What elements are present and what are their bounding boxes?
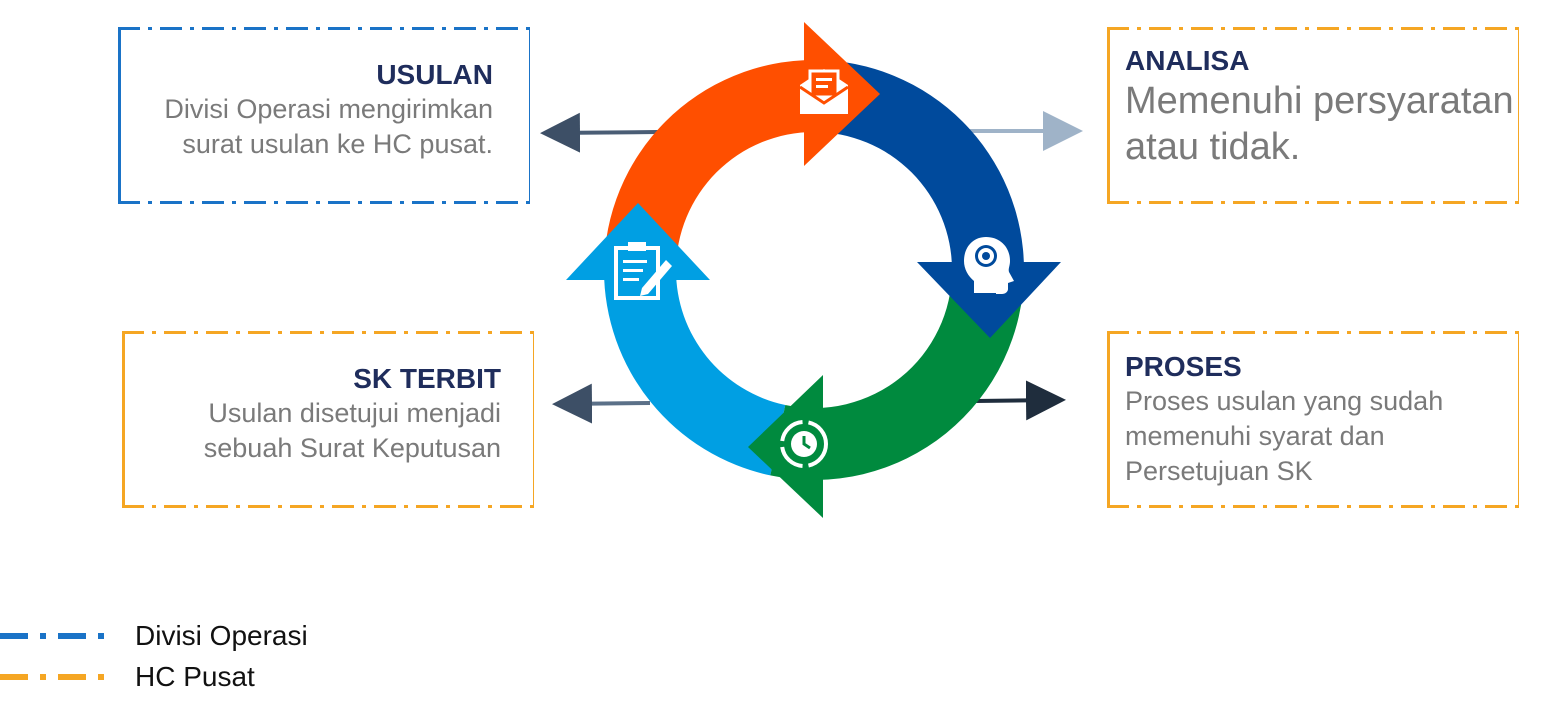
box-sk-terbit-desc-line2: sebuah Surat Keputusan — [203, 433, 501, 463]
box-analisa-title: ANALISA — [1125, 45, 1250, 76]
box-analisa-desc-line2: atau tidak. — [1125, 126, 1301, 168]
box-analisa: ANALISA Memenuhi persyaratan atau tidak. — [1107, 27, 1521, 204]
head-gear-icon — [964, 237, 1014, 294]
box-analisa-desc-line1: Memenuhi persyaratan — [1125, 80, 1514, 122]
legend-label-divisi-operasi: Divisi Operasi — [135, 620, 308, 651]
envelope-letter-icon — [799, 69, 849, 114]
arrow-head-sk-terbit — [566, 203, 710, 280]
cycle-segment-sk-terbit — [604, 270, 786, 476]
box-usulan-desc-line1: Divisi Operasi mengirimkan — [164, 94, 493, 124]
document-pen-icon — [614, 242, 672, 300]
box-proses: PROSES Proses usulan yang sudah memenuhi… — [1107, 331, 1521, 508]
box-sk-terbit-title: SK TERBIT — [353, 363, 501, 394]
legend-line-hc-pusat — [0, 674, 115, 680]
connector-usulan — [540, 112, 659, 153]
box-sk-terbit-desc-line1: Usulan disetujui menjadi — [208, 398, 501, 428]
arrow-head-analisa — [917, 262, 1061, 338]
cycle-segment-proses — [770, 270, 1024, 480]
box-usulan: USULAN Divisi Operasi mengirimkan surat … — [118, 27, 532, 204]
cycle-segment-usulan — [604, 60, 814, 270]
box-sk-terbit: SK TERBIT Usulan disetujui menjadi sebua… — [122, 331, 536, 508]
legend-line-divisi-operasi — [0, 633, 115, 639]
box-usulan-desc-line2: surat usulan ke HC pusat. — [182, 129, 493, 159]
cycle-segment-analisa — [814, 60, 1024, 270]
clock-refresh-icon — [780, 420, 828, 468]
legend: Divisi Operasi HC Pusat — [0, 618, 400, 698]
connector-proses — [974, 380, 1066, 421]
box-proses-desc-line2: memenuhi syarat dan — [1125, 421, 1385, 451]
connector-sk-terbit — [552, 383, 651, 424]
box-proses-desc-line1: Proses usulan yang sudah — [1125, 386, 1444, 416]
box-proses-title: PROSES — [1125, 351, 1242, 382]
box-usulan-title: USULAN — [376, 59, 493, 90]
arrow-head-proses — [748, 375, 823, 518]
box-proses-desc-line3: Persetujuan SK — [1125, 456, 1313, 486]
legend-label-hc-pusat: HC Pusat — [135, 661, 255, 692]
